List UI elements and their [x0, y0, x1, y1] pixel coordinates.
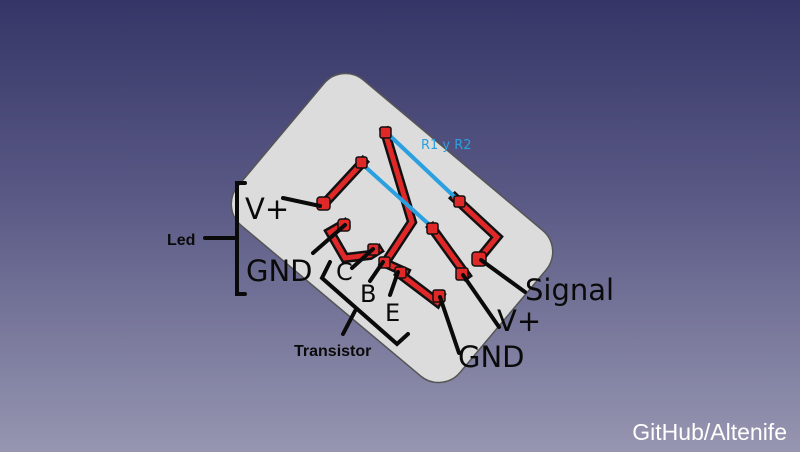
resistor-r2: [359, 161, 435, 230]
base-label: B: [360, 280, 376, 308]
pad-r1-b: [453, 195, 466, 208]
right-vplus-label: V+: [497, 304, 541, 338]
transistor-group-label: Transistor: [294, 343, 371, 360]
led-gnd-label: GND: [246, 254, 313, 288]
pad-led-vplus: [316, 196, 331, 211]
resistor-links: [359, 130, 462, 230]
resistor-r1: [384, 130, 462, 204]
transistor-bracket: [319, 260, 410, 347]
led-vplus-label: V+: [245, 192, 289, 226]
pad-r2-b: [426, 222, 439, 235]
watermark: GitHub/Altenife: [632, 419, 787, 445]
led-bracket: [203, 181, 247, 296]
emitter-label: E: [385, 299, 400, 327]
pcb-board: [230, 72, 554, 384]
signal-label: Signal: [525, 273, 614, 307]
pad-r2-a: [355, 156, 368, 169]
pad-r1-a: [379, 126, 392, 139]
collector-label: C: [336, 258, 353, 286]
led-group-label: Led: [167, 232, 195, 249]
leader-lines: [281, 196, 527, 355]
resistor-label: R1 y R2: [421, 138, 472, 153]
right-gnd-label: GND: [458, 340, 525, 374]
